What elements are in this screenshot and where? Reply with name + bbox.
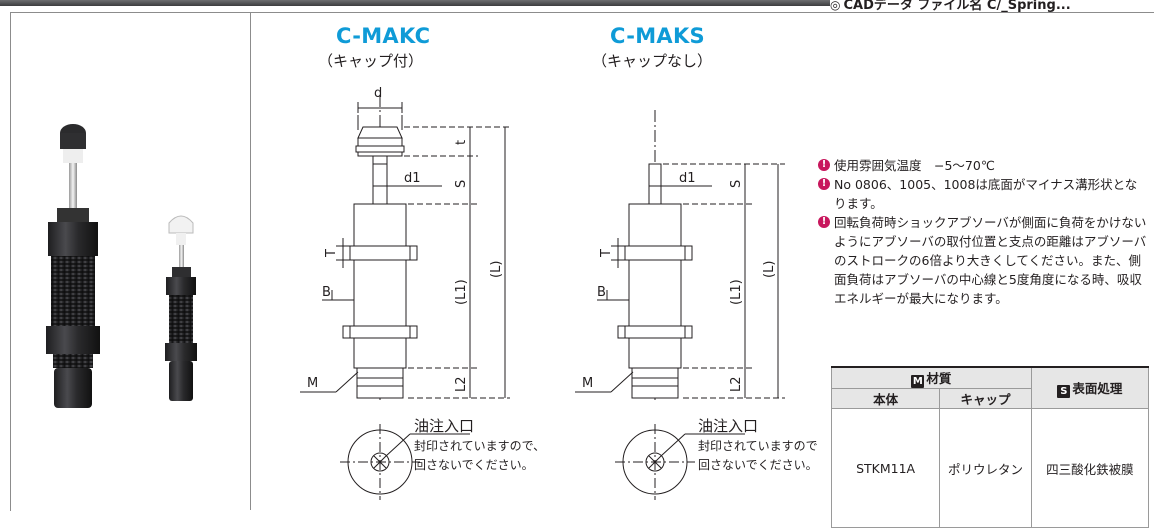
- label-d1-right: d1: [679, 171, 696, 186]
- label-s: S: [454, 180, 469, 188]
- note-item: !No 0806、1005、1008は底面がマイナス溝形状となります。: [818, 175, 1148, 213]
- cap-material-cell: ポリウレタン: [939, 408, 1032, 528]
- oil-inlet-title-right: 油注入口: [698, 417, 758, 435]
- oil-inlet-note2-right: 回さないでください。: [698, 458, 818, 472]
- cad-data-note-text: CADデータ ファイル名 C/_Spring...: [843, 0, 1071, 13]
- oil-inlet-title-left: 油注入口: [414, 417, 474, 435]
- caution-icon: !: [818, 159, 830, 171]
- label-l-right: (L): [762, 261, 777, 278]
- label-d: d: [374, 86, 382, 101]
- product-photo: [11, 13, 250, 510]
- label-b-right: B: [597, 285, 606, 300]
- label-m-right: M: [582, 376, 593, 391]
- label-l: (L): [489, 261, 504, 278]
- shock-absorber-photo: [46, 124, 197, 408]
- caution-icon: !: [818, 216, 830, 228]
- caution-icon: !: [818, 178, 830, 190]
- surface-badge-icon: S: [1057, 385, 1071, 398]
- label-l2: L2: [454, 376, 469, 392]
- title-c-makc: C-MAKC: [336, 24, 431, 48]
- photo-divider: [250, 13, 251, 510]
- cap-header: キャップ: [939, 388, 1032, 409]
- label-s-right: S: [729, 180, 744, 188]
- cad-data-note: ◎CADデータ ファイル名 C/_Spring...: [830, 0, 1071, 13]
- surface-treatment-cell: 四三酸化鉄被膜: [1030, 408, 1150, 528]
- body-material-cell: STKM11A: [830, 408, 941, 528]
- label-b: B: [322, 285, 331, 300]
- content-frame: [10, 12, 1154, 511]
- label-t-upper: T: [324, 249, 339, 258]
- body-header: 本体: [830, 388, 941, 409]
- caution-notes: !使用雰囲気温度 −5〜70℃ !No 0806、1005、1008は底面がマイ…: [818, 156, 1148, 308]
- oil-inlet-note1-left: 封印されていますので、: [414, 439, 545, 453]
- note-item: !使用雰囲気温度 −5〜70℃: [818, 156, 1148, 175]
- oil-inlet-note2-left: 回さないでください。: [414, 458, 534, 472]
- oil-inlet-note1-right: 封印されていますので: [698, 439, 818, 453]
- label-l1: (L1): [454, 279, 469, 305]
- title-c-maks: C-MAKS: [610, 24, 705, 48]
- note-item: !回転負荷時ショックアブソーバが側面に負荷をかけないようにアブソーバの取付位置と…: [818, 213, 1148, 308]
- label-l2-right: L2: [729, 376, 744, 392]
- circle-mark-icon: ◎: [830, 0, 841, 12]
- technical-drawing: d d1 t S T B (L1) (L) L2 M d1 S T B (L1)…: [300, 86, 818, 500]
- label-m: M: [307, 376, 318, 391]
- subtitle-c-makc: （キャップ付）: [318, 52, 424, 70]
- label-d1: d1: [404, 171, 421, 186]
- material-badge-icon: M: [911, 375, 925, 388]
- top-banner-bar: [0, 0, 830, 6]
- label-t: t: [454, 140, 469, 145]
- subtitle-c-maks: （キャップなし）: [592, 52, 713, 70]
- label-l1-right: (L1): [729, 279, 744, 305]
- label-t-upper-right: T: [599, 249, 614, 258]
